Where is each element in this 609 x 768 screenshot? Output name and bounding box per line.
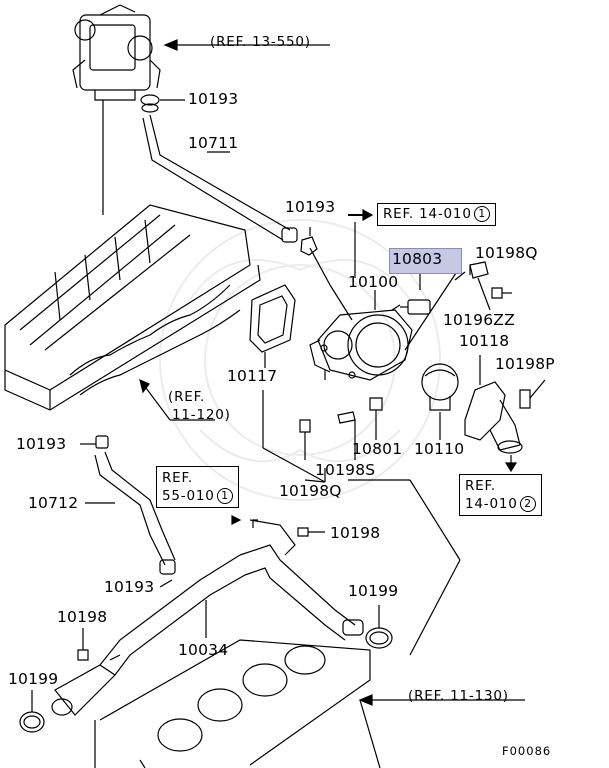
engine-block-part bbox=[94, 639, 371, 768]
ref-11-120-line2[interactable]: 11-120) bbox=[172, 407, 231, 423]
part-label-10100[interactable]: 10100 bbox=[348, 273, 399, 291]
part-label-10712[interactable]: 10712 bbox=[28, 494, 79, 512]
ref-14-010-2-line2: 14-010 bbox=[465, 496, 518, 512]
part-label-10801[interactable]: 10801 bbox=[352, 440, 403, 458]
highlight-10803 bbox=[389, 248, 462, 274]
part-label-10198p[interactable]: 10198P bbox=[495, 355, 555, 373]
hose-10711 bbox=[140, 94, 298, 243]
part-label-10199-left[interactable]: 10199 bbox=[8, 670, 59, 688]
ref-11-130[interactable]: (REF. 11-130) bbox=[408, 688, 509, 704]
part-label-10193-mid[interactable]: 10193 bbox=[285, 198, 336, 216]
part-label-10198-mid[interactable]: 10198 bbox=[330, 524, 381, 542]
ref-55-010-line2: 55-010 bbox=[162, 488, 215, 504]
part-label-10193-top[interactable]: 10193 bbox=[188, 90, 239, 108]
part-label-10193-left[interactable]: 10193 bbox=[16, 435, 67, 453]
cylinder-head-part bbox=[4, 204, 261, 411]
bracket-10196zz bbox=[469, 261, 489, 279]
part-label-10193-low[interactable]: 10193 bbox=[104, 578, 155, 596]
throttle-body-part bbox=[72, 4, 161, 101]
bolt-10198q-lower bbox=[299, 419, 311, 460]
part-label-10110[interactable]: 10110 bbox=[414, 440, 465, 458]
figure-id: F00086 bbox=[502, 744, 552, 758]
pipe-10034 bbox=[51, 519, 364, 716]
part-label-10034[interactable]: 10034 bbox=[178, 641, 229, 659]
thermostat-10110 bbox=[421, 363, 459, 411]
gasket-10117 bbox=[249, 284, 296, 353]
part-label-10198s[interactable]: 10198S bbox=[315, 461, 376, 479]
ref-14-010-2-line1: REF. bbox=[465, 478, 496, 494]
ref-55-010-circle: 1 bbox=[216, 488, 233, 504]
sensor-10803 bbox=[391, 299, 431, 315]
part-label-10711[interactable]: 10711 bbox=[188, 134, 239, 152]
ref-55-010-line1: REF. bbox=[162, 470, 193, 486]
ref-13-550[interactable]: (REF. 13-550) bbox=[210, 34, 311, 50]
ref-14-010-2-circle: 2 bbox=[519, 496, 536, 512]
part-label-10198-left[interactable]: 10198 bbox=[57, 608, 108, 626]
water-inlet-10118 bbox=[464, 381, 523, 454]
ref-14-010-1-circle: 1 bbox=[473, 206, 490, 222]
hose-10712 bbox=[94, 451, 176, 575]
part-label-10199-right[interactable]: 10199 bbox=[348, 582, 399, 600]
watermark-emblem bbox=[159, 219, 441, 501]
bolt-10198s bbox=[337, 411, 356, 424]
part-label-10118[interactable]: 10118 bbox=[459, 332, 510, 350]
sensor-10801 bbox=[369, 397, 383, 425]
ref-14-010-1-text: REF. 14-010 bbox=[383, 206, 472, 222]
part-label-10196zz[interactable]: 10196ZZ bbox=[443, 311, 515, 329]
part-label-10198q-mid[interactable]: 10198Q bbox=[279, 482, 342, 500]
thermostat-housing-10100 bbox=[309, 309, 413, 381]
ref-11-120-line1[interactable]: (REF. bbox=[168, 389, 206, 405]
part-label-10803[interactable]: 10803 bbox=[392, 250, 443, 268]
part-label-10198q-top[interactable]: 10198Q bbox=[475, 244, 538, 262]
part-label-10117[interactable]: 10117 bbox=[227, 367, 278, 385]
